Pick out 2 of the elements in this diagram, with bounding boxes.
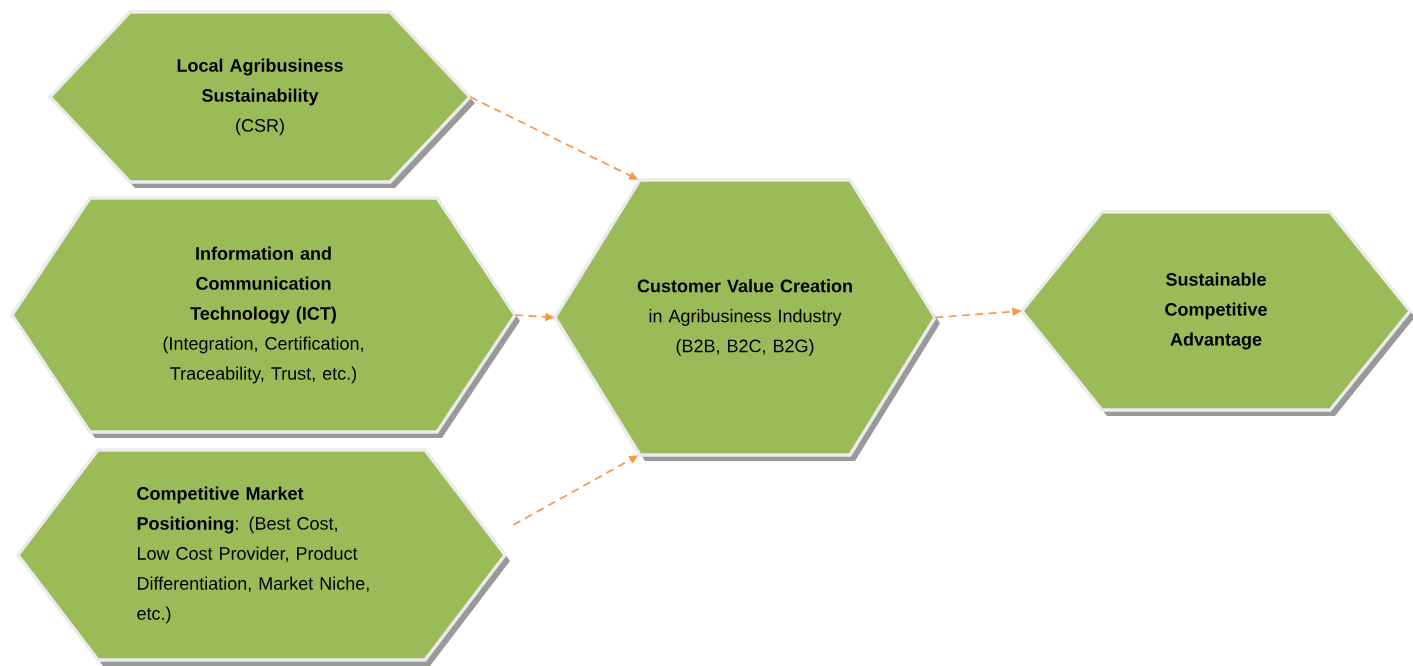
- hexagon-box: Information and Communication Technology (ICT) (Integration, Certification, Traceability, Trust, etc.): [10, 196, 520, 438]
- hexagon-box: Customer Value Creation in Agribusiness Industry (B2B, B2C, B2G): [553, 178, 940, 461]
